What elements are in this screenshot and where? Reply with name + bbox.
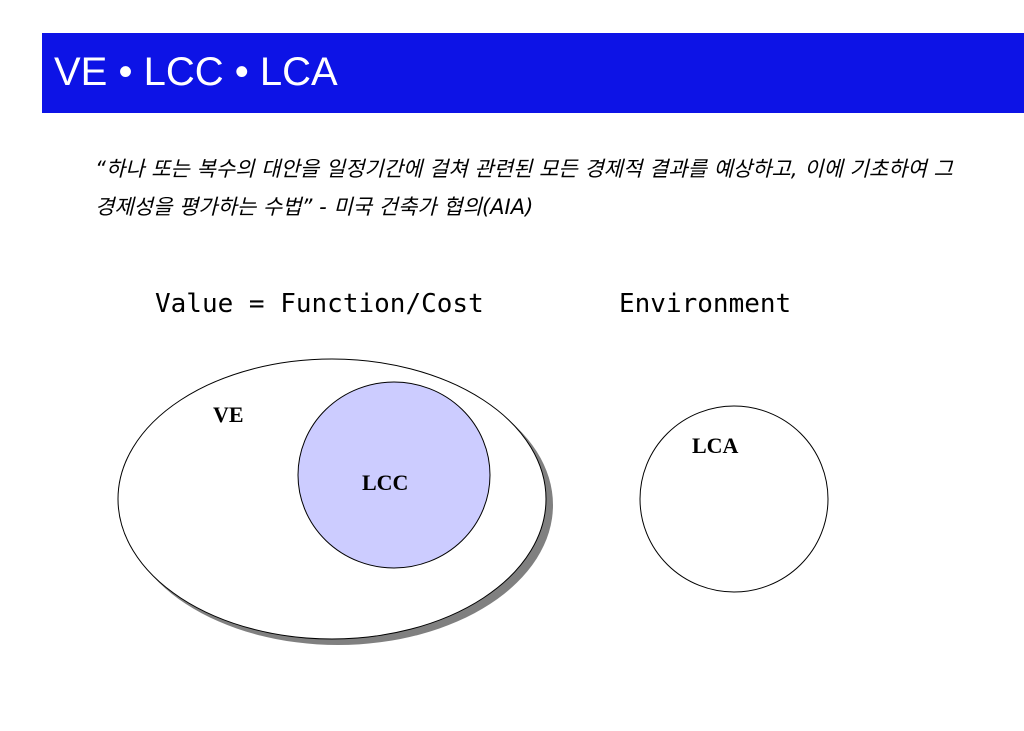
lcc-label: LCC [362, 470, 408, 495]
lca-label: LCA [692, 433, 739, 458]
ve-label: VE [213, 402, 244, 427]
slide-title: VE • LCC • LCA [54, 50, 338, 94]
environment-label: Environment [619, 289, 792, 319]
aia-definition-quote: “하나 또는 복수의 대안을 일정기간에 걸쳐 관련된 모든 경제적 결과를 예… [95, 157, 953, 219]
lcc-circle [297, 381, 491, 569]
title-bar: VE • LCC • LCA [42, 33, 1024, 113]
lca-circle [639, 405, 829, 593]
value-formula: Value = Function/Cost [155, 289, 484, 319]
